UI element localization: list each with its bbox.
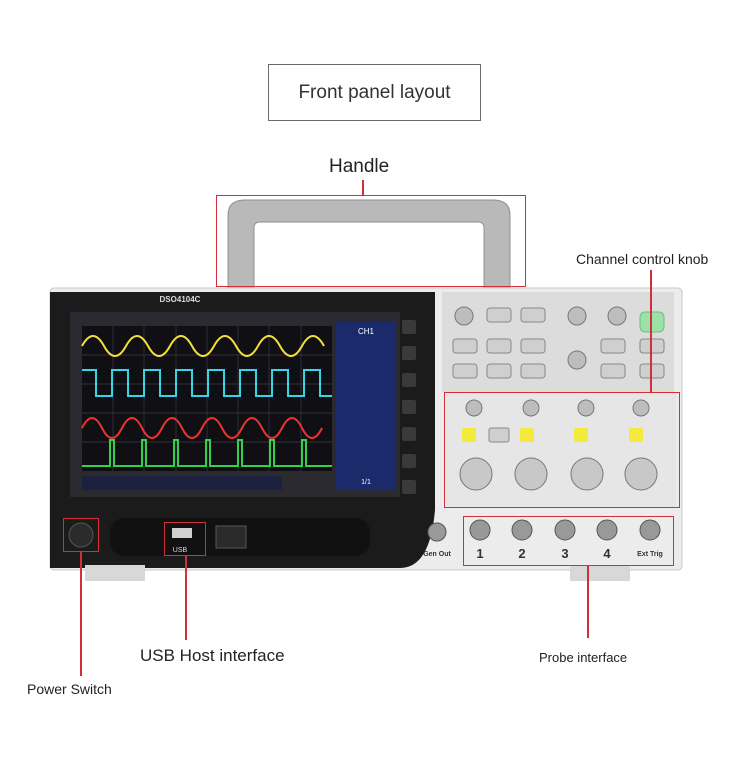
usb-host-interface-label: USB Host interface [140,646,285,665]
channel-4-label: 4 [603,546,611,561]
model-name: DSO4104C [160,295,201,304]
handle-highlight [216,195,526,287]
channel-control-knob-label: Channel control knob [576,251,709,267]
power-switch-highlight [63,518,99,552]
usb-label: USB [173,547,188,554]
channel-3-label: 3 [561,546,568,561]
vertical-controls [446,392,676,508]
probe-interface-highlight [463,516,674,566]
usb-host-leader [185,556,187,640]
probe-interface-leader [587,566,589,638]
handle-label: Handle [329,156,390,177]
bnc-connectors: Gen Out 1 2 3 4 Ext Trig [423,519,663,561]
channel-knob-leader [650,270,652,392]
usb-port[interactable] [172,528,192,538]
power-button[interactable] [68,522,94,548]
power-switch-leader [80,552,82,676]
power-switch-label: Power Switch [27,681,112,697]
softkeys [402,320,416,494]
handle-leader [362,180,364,195]
usb-host-highlight [164,522,206,556]
channel-knob-highlight [444,392,680,508]
diagram-title: Front panel layout [268,64,481,121]
screen-menu-page: 1/1 [361,479,371,486]
screen-menu-title: CH1 [358,327,375,336]
screen: CH1 1/1 DSO4104C [70,295,400,497]
probe-interface-label: Probe interface [539,650,628,665]
channel-2-label: 2 [518,546,525,561]
channel-1-label: 1 [476,546,483,561]
gen-out-label: Gen Out [423,551,451,558]
control-panel [442,292,674,392]
ext-trig-label: Ext Trig [637,551,663,558]
